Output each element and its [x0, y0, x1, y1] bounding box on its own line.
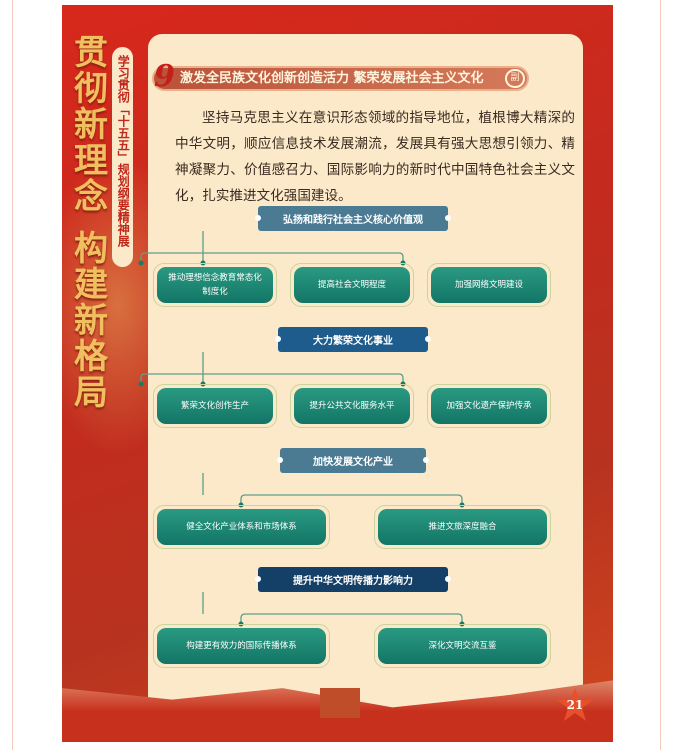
intro-paragraph: 坚持马克思主义在意识形态领域的指导地位，植根博大精深的中华文明，顺应信息技术发展… — [175, 110, 575, 204]
connector-lines — [138, 231, 465, 627]
group-header-communication: 提升中华文明传播力影响力 — [255, 567, 451, 592]
page-margin-right — [660, 0, 661, 750]
group-item: 繁荣文化创作生产 — [153, 384, 277, 428]
group-header-cultural-industry: 加快发展文化产业 — [277, 448, 429, 473]
section-title-bar — [152, 66, 529, 91]
group-item-label: 健全文化产业体系和市场体系 — [157, 509, 326, 545]
group-item: 提高社会文明程度 — [290, 263, 414, 307]
great-wall-decoration — [320, 688, 360, 718]
group-item-label: 繁荣文化创作生产 — [157, 388, 273, 424]
group-item: 构建更有效力的国际传播体系 — [153, 624, 330, 668]
group-item-label: 深化文明交流互鉴 — [378, 628, 547, 664]
group-header-cultural-undertakings: 大力繁荣文化事业 — [275, 327, 431, 352]
group-item: 加强网络文明建设 — [427, 263, 551, 307]
group-header-core-values: 弘扬和践行社会主义核心价值观 — [255, 206, 451, 231]
poster: 贯彻新理念 构建新格局 学习贯彻「十五五」规划纲要精神展 激发全民族文化创新创造… — [62, 5, 613, 742]
group-item-label: 加强网络文明建设 — [431, 267, 547, 303]
side-subtitle: 学习贯彻「十五五」规划纲要精神展 — [112, 47, 133, 267]
side-title-line-2: 构建新格局 — [74, 229, 108, 413]
group-item-label: 推动理想信念教育常态化制度化 — [157, 267, 273, 303]
group-item-label: 推进文旅深度融合 — [378, 509, 547, 545]
side-title-line-1: 贯彻新理念 — [74, 33, 108, 217]
section-number: 9 — [154, 59, 175, 94]
group-item-label: 提升公共文化服务水平 — [294, 388, 410, 424]
group-item: 提升公共文化服务水平 — [290, 384, 414, 428]
side-title: 贯彻新理念 构建新格局 — [72, 35, 110, 411]
group-item: 深化文明交流互鉴 — [374, 624, 551, 668]
group-item-label: 构建更有效力的国际传播体系 — [157, 628, 326, 664]
group-item-label: 提高社会文明程度 — [294, 267, 410, 303]
group-item: 健全文化产业体系和市场体系 — [153, 505, 330, 549]
page-number: 21 — [566, 698, 584, 712]
group-item: 推进文旅深度融合 — [374, 505, 551, 549]
page-margin-left — [12, 0, 13, 750]
group-item: 推动理想信念教育常态化制度化 — [153, 263, 277, 307]
group-item-label: 加强文化遗产保护传承 — [431, 388, 547, 424]
group-item: 加强文化遗产保护传承 — [427, 384, 551, 428]
star-icon — [557, 688, 593, 721]
section-badge-icon: 副 — [505, 69, 525, 88]
section-title: 激发全民族文化创新创造活力 繁荣发展社会主义文化 — [180, 71, 484, 86]
